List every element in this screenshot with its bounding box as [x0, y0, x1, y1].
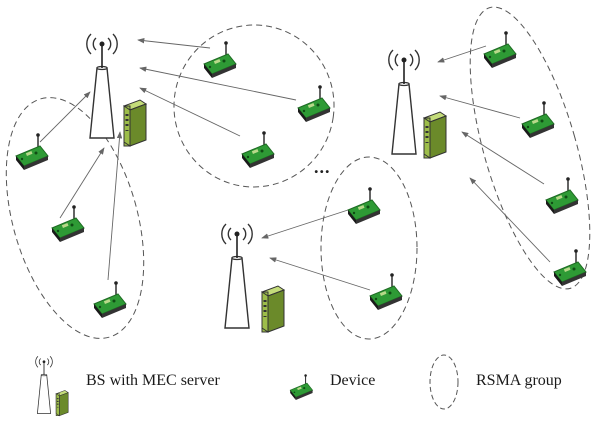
rsma-group-right [469, 6, 591, 290]
legend-bs-label: BS with MEC server [86, 372, 220, 389]
legend-device-label: Device [330, 372, 376, 389]
rsma-group-top [173, 24, 335, 188]
ellipsis-more-groups: ... [314, 157, 331, 177]
legend-group-ellipse [429, 354, 459, 410]
legend-bs-icon [35, 355, 69, 416]
bs-bottom [220, 223, 285, 333]
legend-device-icon [289, 373, 314, 401]
uplink-arrows [39, 38, 551, 291]
rsma-group-left [5, 97, 145, 339]
bs-right [387, 49, 447, 159]
rsma-group-bottom [320, 156, 418, 340]
bs-left [85, 33, 147, 147]
legend-group-label: RSMA group [476, 372, 562, 389]
